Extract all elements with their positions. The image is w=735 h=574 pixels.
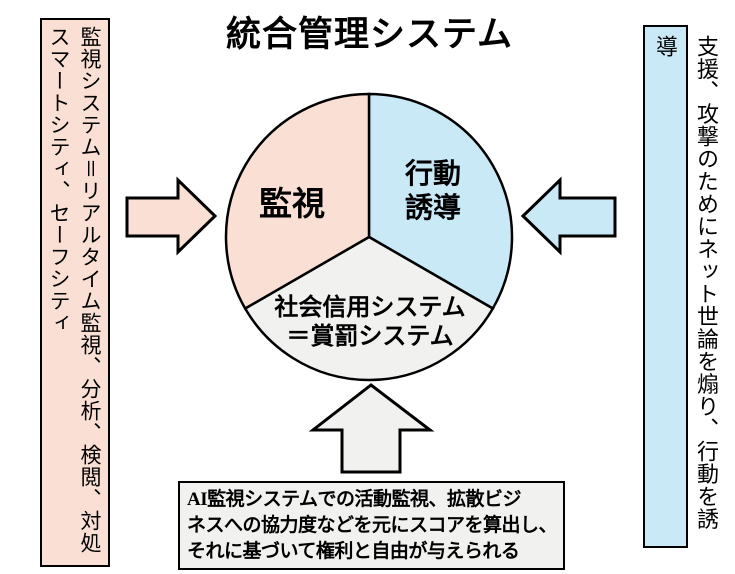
right-annotation-text: 支援、攻撃のためにネット世論を煽り、行動を誘導	[653, 35, 719, 530]
left-annotation-column-2: スマートシティ、セーフシティ	[47, 26, 71, 334]
page-title: 統合管理システム	[226, 15, 513, 54]
right-annotation-box: 支援、攻撃のためにネット世論を煽り、行動を誘導	[643, 25, 719, 548]
arrow-right-icon	[125, 176, 218, 256]
pie-slice-social-credit	[243, 235, 495, 382]
pie-label-behavior-guidance-line-1: 行動	[404, 159, 461, 190]
pie-label-social-credit-line-1: 社会信用システム	[274, 295, 466, 321]
bottom-annotation-line-3: それに基づいて権利と自由が与えられる	[187, 541, 520, 562]
pie-label-behavior-guidance: 行動 誘導	[383, 158, 483, 226]
pie-label-behavior-guidance-line-2: 誘導	[404, 193, 461, 224]
left-annotation-column-1: 監視システム＝リアルタイム監視、分析、検閲、対処	[78, 26, 102, 554]
bottom-annotation-line-1: AI監視システムでの活動監視、拡散ビジ	[187, 489, 522, 510]
pie-label-social-credit: 社会信用システム ＝賞罰システム	[244, 294, 496, 352]
pie-slice-behavior-guidance	[367, 92, 514, 311]
bottom-annotation-box: AI監視システムでの活動監視、拡散ビジ ネスへの協力度などを元にスコアを算出し、…	[178, 481, 565, 570]
left-annotation-box: 監視システム＝リアルタイム監視、分析、検閲、対処 スマートシティ、セーフシティ	[40, 18, 110, 567]
left-annotation-text: 監視システム＝リアルタイム監視、分析、検閲、対処 スマートシティ、セーフシティ	[43, 26, 105, 559]
pie-label-social-credit-line-2: ＝賞罰システム	[286, 324, 454, 350]
pie-slice-surveillance	[224, 92, 371, 311]
bottom-annotation-line-2: ネスへの協力度などを元にスコアを算出し、	[187, 515, 558, 536]
arrow-up-icon	[308, 383, 435, 474]
arrow-left-icon	[520, 176, 617, 256]
pie-label-surveillance: 監視	[259, 187, 325, 223]
